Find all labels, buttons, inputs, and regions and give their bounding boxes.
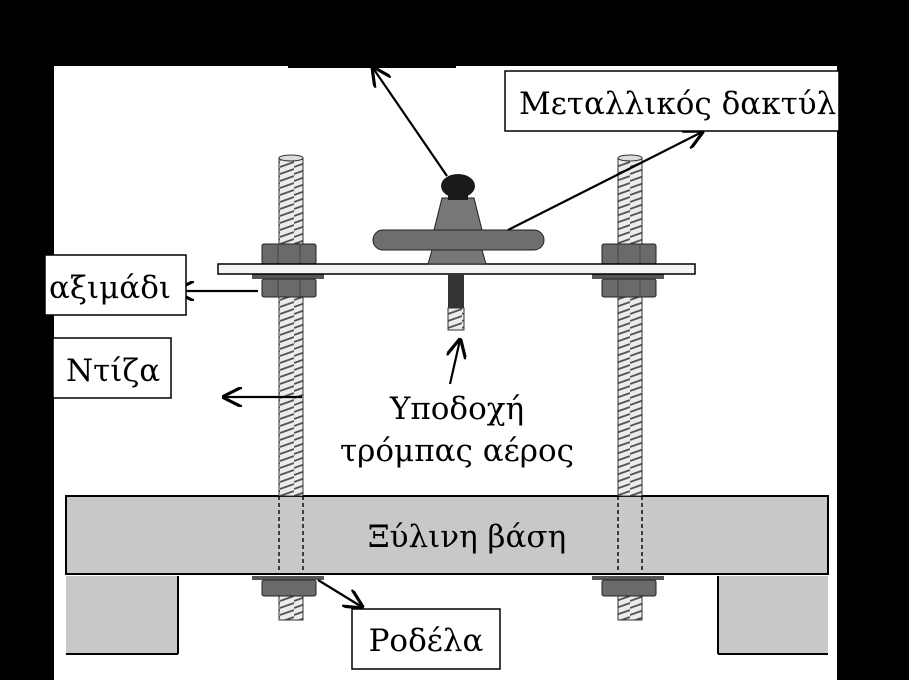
pump-socket-arrow — [450, 340, 460, 385]
left-bottom-nut — [252, 274, 324, 298]
metal-ring-arrow — [507, 132, 702, 231]
top-black-margin — [0, 0, 909, 62]
metal-ring-label-text: Μεταλλικός δακτύλ — [519, 86, 836, 122]
left-black-margin — [0, 0, 44, 680]
wooden-base — [65, 495, 829, 655]
washer-label-text: Ροδέλα — [369, 623, 484, 659]
metal-ring-assembly — [372, 174, 545, 265]
pump-socket-stem — [447, 274, 465, 331]
metal-ring-label: Μεταλλικός δακτύλ — [504, 70, 840, 132]
pump-socket-label-line1: Υποδοχή — [389, 391, 524, 427]
pump-socket-label-line2: τρόμπας αέρος — [340, 433, 574, 469]
nut-label-text: αξιμάδι — [49, 270, 171, 306]
right-top-nut — [601, 243, 657, 265]
washer-label: Ροδέλα — [351, 608, 501, 670]
valve-arrow — [373, 68, 448, 177]
rod-label-text: Ντίζα — [66, 353, 160, 389]
left-threaded-rod — [278, 154, 304, 621]
wooden-base-label: Ξύλινη βάση — [368, 519, 566, 555]
right-bottom-nut — [592, 274, 664, 298]
right-black-margin — [839, 0, 909, 680]
right-threaded-rod — [617, 154, 643, 621]
top-plate — [217, 263, 696, 275]
washer-arrow — [317, 579, 362, 607]
left-top-nut — [261, 243, 317, 265]
rod-label: Ντίζα — [52, 337, 172, 399]
left-under-base-nut — [252, 576, 324, 597]
right-under-base-nut — [592, 576, 664, 597]
white-panel — [54, 66, 837, 680]
nut-label: αξιμάδι — [44, 254, 187, 316]
top-notch — [288, 62, 456, 68]
